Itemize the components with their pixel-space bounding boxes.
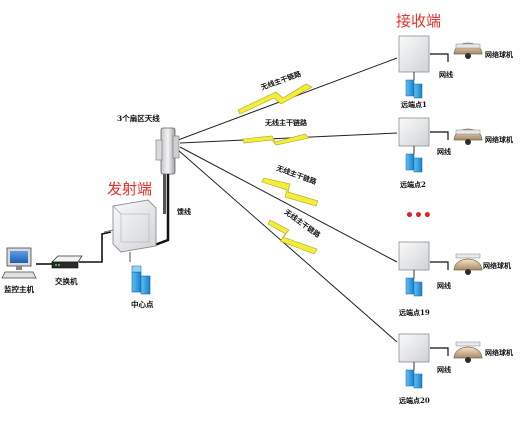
remote-antenna-icon (398, 333, 430, 363)
server-icon (405, 277, 415, 295)
remote-19-cable-label: 网线 (437, 281, 451, 290)
remote-2-cable-label: 网线 (437, 147, 451, 156)
lightning-bolt-icon (261, 177, 319, 207)
remote-19-camera-label: 网络球机 (483, 261, 511, 270)
remote-19-label: 远端点19 (399, 308, 430, 317)
remote-20-cable-label: 网线 (437, 365, 451, 374)
link-label-2: 无线主干链路 (264, 118, 308, 127)
keyboard-icon (1, 271, 37, 279)
switch (51, 255, 83, 269)
remote-2-label: 远端点2 (400, 180, 426, 189)
link-bolts (237, 83, 319, 255)
feeder-cable (151, 174, 170, 248)
transmit-title: 发射端 (107, 180, 152, 198)
remote-20-camera-label: 网络球机 (485, 348, 513, 357)
host-label: 监控主机 (4, 284, 34, 294)
dome-camera-icon (453, 258, 483, 271)
remote-site-19 (398, 241, 483, 297)
center-server (131, 265, 151, 295)
remote-20-label: 远端点20 (399, 396, 430, 405)
switch-label: 交换机 (55, 276, 78, 286)
remote-site-2 (398, 117, 483, 173)
link-line-2 (179, 132, 398, 144)
dome-camera-icon (453, 346, 483, 359)
receive-title: 接收端 (396, 12, 441, 30)
switch-cable (79, 231, 112, 263)
server-icon (131, 271, 142, 293)
remote-antenna-icon (398, 241, 430, 271)
antenna-label: 3个扇区天线 (117, 113, 160, 123)
lightning-bolt-icon (242, 133, 310, 146)
feeder-label: 馈线 (177, 207, 191, 216)
center-base-station (103, 199, 157, 262)
remote-2-camera-label: 网络球机 (485, 135, 513, 144)
remote-1-label: 远端点1 (401, 100, 427, 109)
remote-site-1 (398, 35, 483, 99)
base-station-icon (112, 199, 157, 253)
remote-1-camera-label: 网络球机 (485, 50, 513, 59)
server-icon (405, 153, 415, 171)
remote-antenna-icon (398, 35, 430, 73)
remote-site-20 (398, 333, 483, 389)
sector-antenna (155, 127, 180, 214)
switch-icon (51, 261, 79, 269)
link-line-4 (177, 149, 398, 343)
link-line-3 (179, 146, 398, 263)
ellipsis-dots: ••• (405, 208, 432, 224)
lightning-bolt-icon (237, 83, 313, 115)
remote-antenna-icon (398, 117, 430, 147)
server-icon (405, 79, 415, 97)
monitoring-host (1, 247, 37, 279)
center-label: 中心点 (131, 299, 154, 309)
lightning-bolt-icon (267, 219, 318, 255)
server-icon (405, 369, 415, 387)
remote-1-cable-label: 网线 (439, 70, 453, 79)
link-label-1: 无线主干链路 (259, 69, 303, 93)
